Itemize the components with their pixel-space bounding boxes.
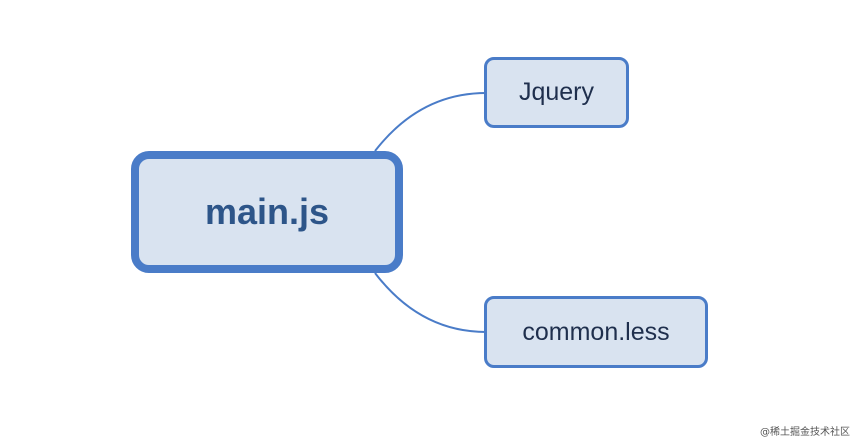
child-node-jquery[interactable]: Jquery [484,57,629,128]
connector-main-to-common-less [374,272,487,333]
root-node-main-js[interactable]: main.js [131,151,403,273]
child-node-label: common.less [522,317,670,346]
root-node-label: main.js [204,191,330,232]
child-node-label: Jquery [518,78,595,106]
child-node-common-less[interactable]: common.less [484,296,708,368]
watermark: @稀土掘金技术社区 [760,427,850,438]
connector-main-to-jquery [374,92,487,152]
